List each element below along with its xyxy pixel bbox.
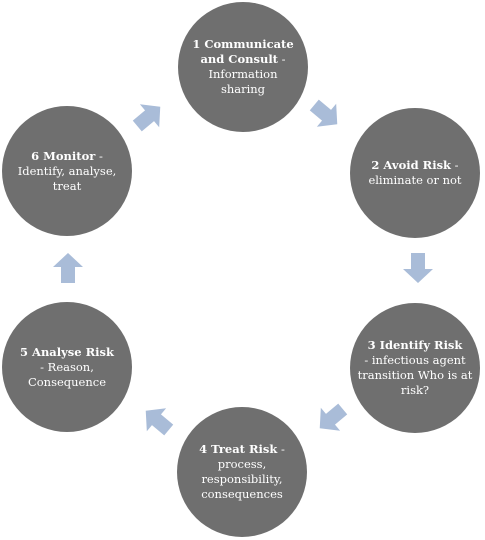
cycle-node-treat-risk: 4 Treat Risk - process, responsibility, … <box>177 407 307 537</box>
cycle-node-analyse-risk: 5 Analyse Risk - Reason, Consequence <box>2 302 132 432</box>
node-description: process, responsibility, consequences <box>201 457 283 501</box>
node-title: 1 Communicate and Consult <box>192 37 294 66</box>
node-label: 4 Treat Risk - process, responsibility, … <box>177 442 307 502</box>
node-separator: - <box>95 148 103 163</box>
node-description: Identify, analyse, treat <box>17 163 117 193</box>
node-separator: - <box>451 158 459 172</box>
node-title: 2 Avoid Risk <box>371 158 452 172</box>
node-label: 3 Identify Risk - infectious agent trans… <box>350 338 480 398</box>
node-label: 6 Monitor - Identify, analyse, treat <box>2 149 132 194</box>
node-label: 2 Avoid Risk - eliminate or not <box>358 158 471 188</box>
node-separator: - <box>278 52 286 66</box>
node-description: eliminate or not <box>368 173 462 187</box>
cycle-node-communicate: 1 Communicate and Consult - Information … <box>178 2 308 132</box>
node-title: 5 Analyse Risk <box>20 344 114 359</box>
arrow-2-to-3 <box>403 253 433 283</box>
node-title: 3 Identify Risk <box>367 338 463 352</box>
node-description: Information sharing <box>208 67 278 96</box>
cycle-node-avoid-risk: 2 Avoid Risk - eliminate or not <box>350 108 480 238</box>
node-title: 4 Treat Risk <box>199 442 278 456</box>
node-separator: - <box>277 442 285 456</box>
node-label: 1 Communicate and Consult - Information … <box>178 37 308 97</box>
arrow-4-to-5 <box>145 408 174 436</box>
cycle-node-monitor: 6 Monitor - Identify, analyse, treat <box>2 106 132 236</box>
arrow-1-to-2 <box>309 99 338 127</box>
arrow-3-to-4 <box>319 403 348 431</box>
arrow-6-to-1 <box>132 104 161 132</box>
node-title: 6 Monitor <box>31 148 96 163</box>
node-description: - infectious agent transition Who is at … <box>357 353 473 397</box>
cycle-node-identify-risk: 3 Identify Risk - infectious agent trans… <box>350 303 480 433</box>
arrow-5-to-6 <box>53 253 83 283</box>
node-description: - Reason, Consequence <box>27 359 107 389</box>
node-label: 5 Analyse Risk - Reason, Consequence <box>2 345 132 390</box>
